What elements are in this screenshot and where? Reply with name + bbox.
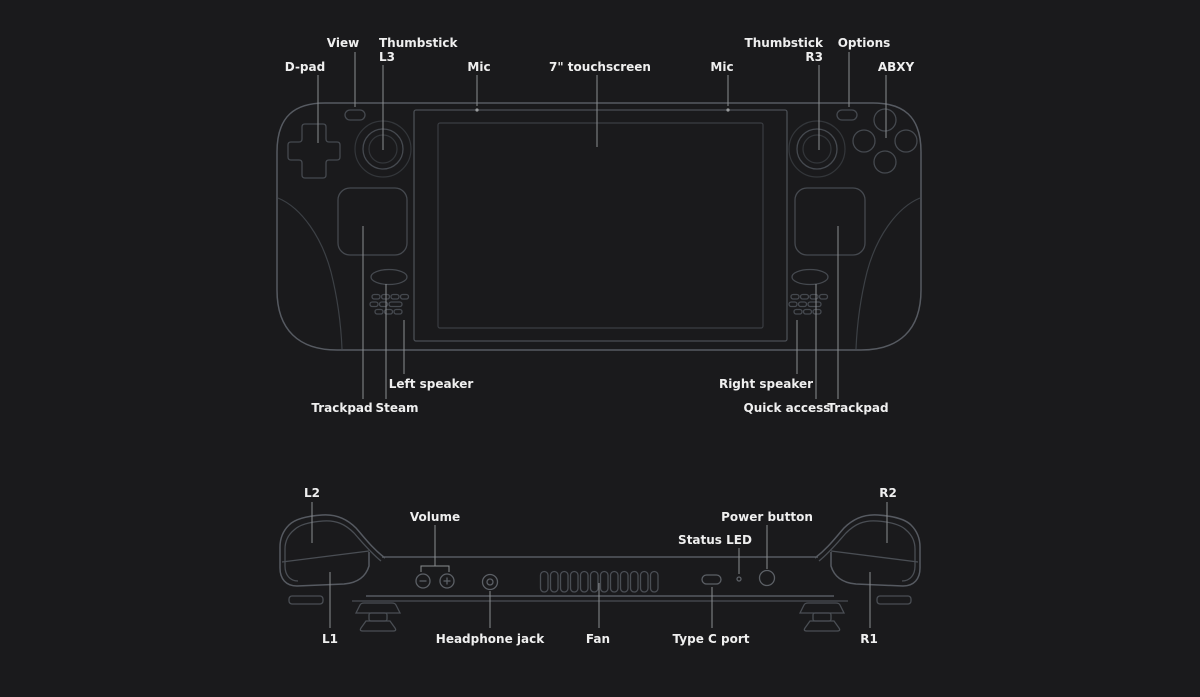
label-left-speaker: Left speaker: [389, 377, 474, 391]
label-trackpad-right: Trackpad: [827, 401, 888, 415]
r2-r1-seam: [830, 550, 919, 563]
mic-right-dot: [726, 108, 730, 112]
type-c-port: [701, 574, 722, 585]
right-grip-bottom: [876, 595, 912, 605]
left-grip-seam: [277, 197, 343, 350]
power-button: [758, 569, 776, 587]
right-grip-seam: [855, 197, 921, 350]
device-body-outline: [276, 102, 922, 351]
volume-bracket: [420, 565, 450, 572]
label-l3: L3: [379, 50, 395, 64]
right-stick-top: [798, 602, 846, 632]
headphone-jack: [481, 573, 499, 591]
label-right-speaker: Right speaker: [719, 377, 813, 391]
label-mic-right: Mic: [710, 60, 733, 74]
abxy-buttons: [852, 108, 918, 174]
mic-left-dot: [475, 108, 479, 112]
steam-button: [370, 268, 408, 286]
top-view: L2 R2 Volume Power button Status LED L1 …: [279, 486, 921, 646]
l2-l1-seam: [281, 550, 370, 563]
dpad: [287, 123, 341, 179]
quick-access-button: [791, 268, 829, 286]
label-l2: L2: [304, 486, 320, 500]
label-l1: L1: [322, 632, 338, 646]
l2-hump: [279, 514, 386, 587]
r2-hump: [814, 514, 921, 587]
view-button: [344, 109, 366, 121]
left-stick-top: [354, 602, 402, 632]
screen: [437, 122, 764, 329]
label-fan: Fan: [586, 632, 610, 646]
label-view: View: [327, 36, 359, 50]
left-speaker-grille: [369, 293, 410, 315]
left-trackpad: [337, 187, 408, 256]
label-quick-access: Quick access: [744, 401, 831, 415]
label-volume: Volume: [410, 510, 460, 524]
label-status-led: Status LED: [678, 533, 752, 547]
label-r1: R1: [860, 632, 878, 646]
label-headphone-jack: Headphone jack: [436, 632, 545, 646]
label-power-button: Power button: [721, 510, 813, 524]
label-thumbstick-left: Thumbstick: [379, 36, 458, 50]
options-button: [836, 109, 858, 121]
label-touchscreen: 7" touchscreen: [549, 60, 651, 74]
fan-vents: [539, 570, 659, 593]
label-type-c-port: Type C port: [673, 632, 750, 646]
front-view: D-pad View Thumbstick L3 Mic 7" touchscr…: [276, 36, 922, 415]
label-thumbstick-right: Thumbstick: [745, 36, 824, 50]
label-r2: R2: [879, 486, 897, 500]
label-trackpad-left: Trackpad: [311, 401, 372, 415]
volume-plus-button: [439, 573, 455, 589]
screen-bezel: [413, 109, 788, 342]
right-speaker-grille: [788, 293, 829, 315]
label-options: Options: [838, 36, 891, 50]
right-trackpad: [794, 187, 866, 256]
label-r3: R3: [805, 50, 823, 64]
label-steam: Steam: [375, 401, 418, 415]
left-grip-bottom: [288, 595, 324, 605]
label-mic-left: Mic: [467, 60, 490, 74]
right-thumbstick: [788, 120, 846, 178]
label-dpad: D-pad: [285, 60, 325, 74]
label-abxy: ABXY: [878, 60, 915, 74]
volume-minus-button: [415, 573, 431, 589]
status-led: [736, 576, 742, 582]
